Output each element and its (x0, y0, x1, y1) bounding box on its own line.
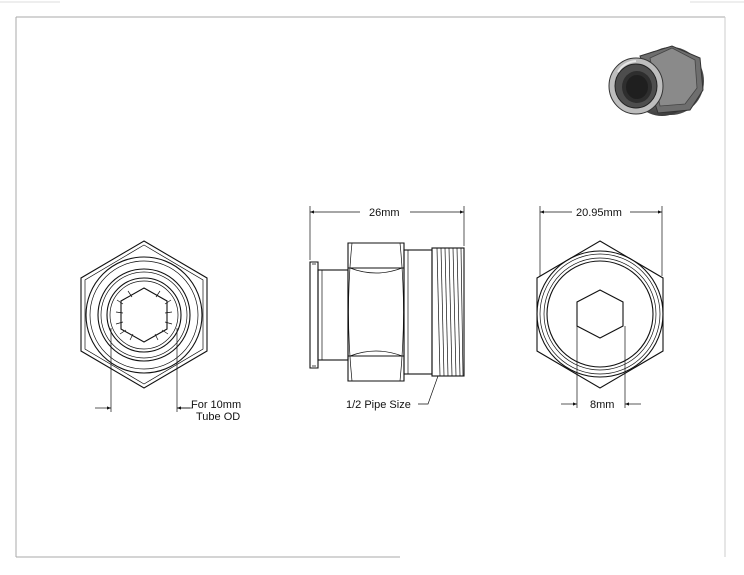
side-length-label: 26mm (369, 207, 400, 219)
side-thread-label: 1/2 Pipe Size (346, 399, 411, 411)
back-hex-socket-label: 8mm (590, 399, 614, 411)
front-view (80, 240, 208, 412)
side-view (309, 206, 465, 405)
back-view (536, 206, 664, 408)
front-dim-label-line1: For 10mm (191, 399, 241, 411)
front-dim-label-line2: Tube OD (196, 411, 240, 423)
sheet-border (0, 1, 744, 558)
back-across-flats-label: 20.95mm (576, 207, 622, 219)
fitting-3d-render (608, 45, 704, 116)
